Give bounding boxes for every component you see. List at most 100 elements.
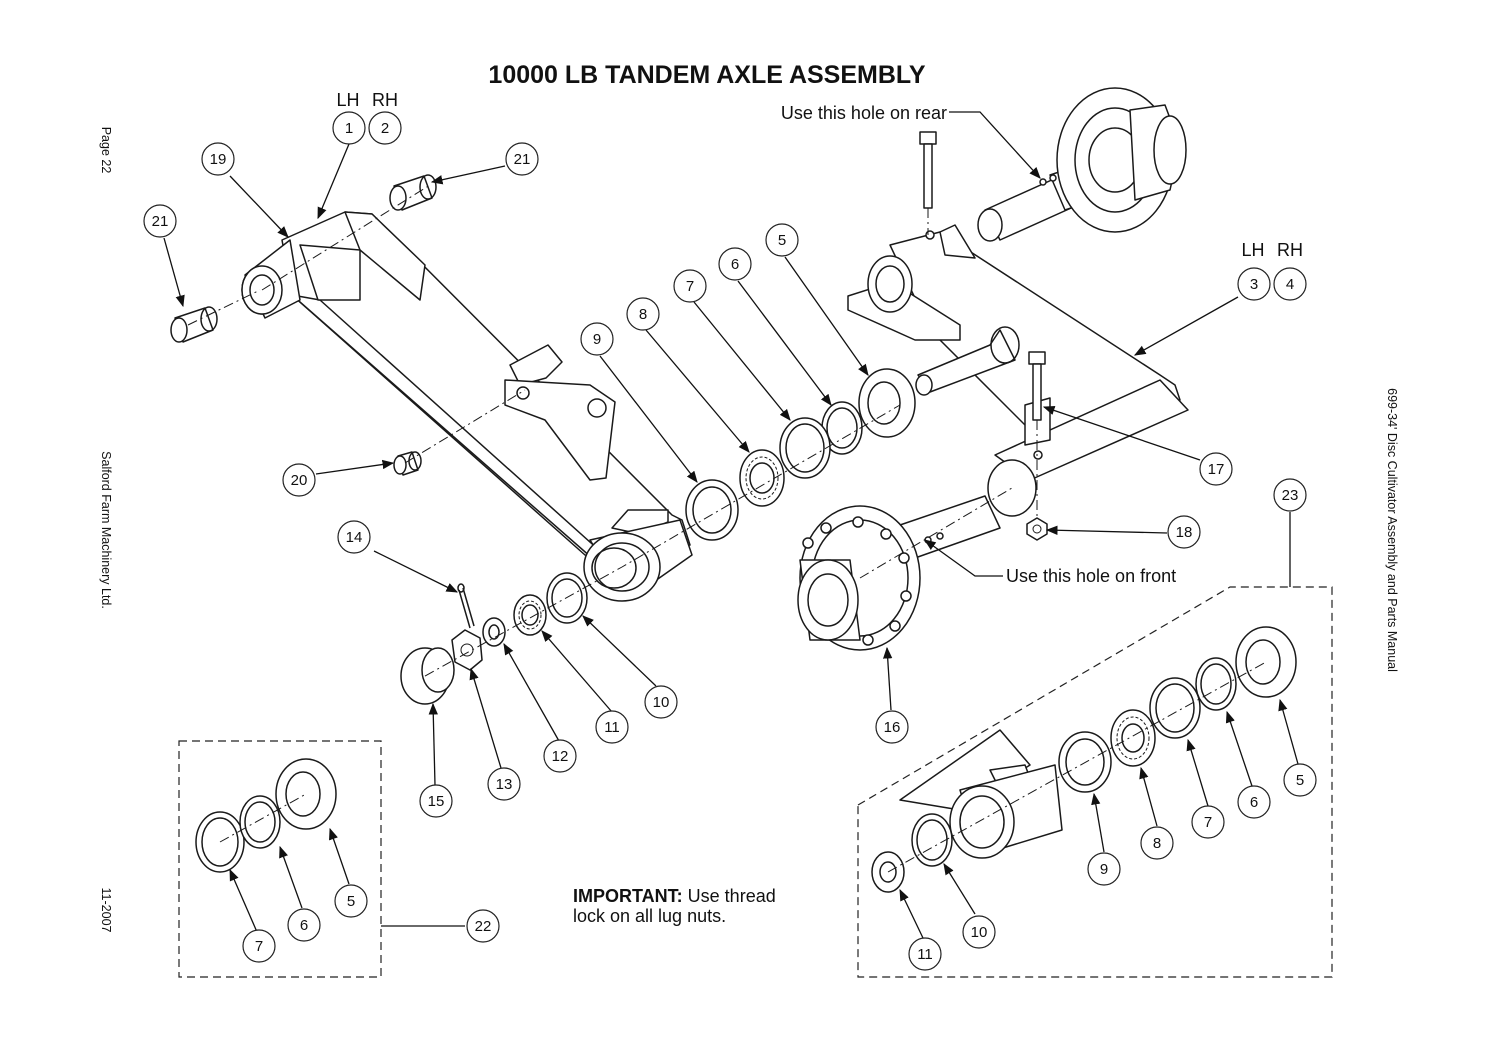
- important-note-line1: IMPORTANT: Use thread: [573, 886, 776, 906]
- cone-8: [739, 449, 785, 507]
- balloon-inset23-6: 6: [1237, 785, 1271, 819]
- balloon-5-number: 5: [778, 232, 786, 249]
- balloon-15-number: 15: [428, 793, 445, 810]
- balloon-inset23-7: 7: [1191, 805, 1225, 839]
- balloon-inset23-11-number: 11: [917, 946, 933, 963]
- inset-23-parts: [871, 626, 1297, 893]
- balloon-15: 15: [419, 784, 453, 818]
- balloon-18-number: 18: [1176, 524, 1193, 541]
- important-note-bold: IMPORTANT:: [573, 886, 683, 906]
- balloon-inset22-5-number: 5: [347, 893, 355, 910]
- balloon-13: 13: [487, 767, 521, 801]
- balloon-21-lower: 21: [143, 204, 177, 238]
- spindle-stub: [915, 326, 1020, 396]
- balloon-inset23-8: 8: [1140, 826, 1174, 860]
- cone-11: [513, 594, 547, 636]
- seal-5: [858, 368, 916, 438]
- balloon-10: 10: [644, 685, 678, 719]
- balloon-11-number: 11: [604, 719, 620, 736]
- important-note-line2: lock on all lug nuts.: [573, 906, 726, 926]
- cup-9: [685, 479, 739, 541]
- balloon-11: 11: [595, 710, 629, 744]
- balloon-7-number: 7: [686, 278, 694, 295]
- inset-22-parts: [195, 758, 337, 873]
- balloon-23: 23: [1273, 478, 1307, 512]
- rear-hub: [977, 87, 1187, 242]
- balloon-inset22-6: 6: [287, 908, 321, 942]
- balloon-12: 12: [543, 739, 577, 773]
- balloon-inset23-9: 9: [1087, 852, 1121, 886]
- balloon-16: 16: [875, 710, 909, 744]
- balloon-17: 17: [1199, 452, 1233, 486]
- page-number: Page 22: [99, 127, 113, 174]
- balloon-inset23-5: 5: [1283, 763, 1317, 797]
- balloon-1-number: 1: [345, 120, 353, 137]
- balloon-inset23-9-number: 9: [1100, 861, 1108, 878]
- balloon-3-number: 3: [1250, 276, 1258, 293]
- front-hub-16: [797, 505, 921, 651]
- bushing-21-upper: [389, 174, 437, 211]
- balloon-10-number: 10: [653, 694, 670, 711]
- rh-label-left: RH: [372, 90, 398, 110]
- center-lines: [187, 184, 1267, 873]
- bolt-upper: [919, 131, 937, 209]
- drawing-title: 10000 LB TANDEM AXLE ASSEMBLY: [488, 61, 925, 89]
- castle-nut-13: [451, 629, 483, 671]
- balloon-6: 6: [718, 247, 752, 281]
- balloon-20: 20: [282, 463, 316, 497]
- balloon-inset23-5-number: 5: [1296, 772, 1304, 789]
- front-hole-label: Use this hole on front: [1006, 566, 1176, 586]
- balloon-1: 1: [332, 111, 366, 145]
- balloon-8-number: 8: [639, 306, 647, 323]
- balloon-inset22-7: 7: [242, 929, 276, 963]
- inset-23-frame: [857, 586, 1333, 978]
- bushing-21-lower: [170, 306, 218, 343]
- balloon-inset22-7-number: 7: [255, 938, 263, 955]
- balloon-inset23-10-number: 10: [971, 924, 988, 941]
- balloon-20-number: 20: [291, 472, 308, 489]
- balloon-2-number: 2: [381, 120, 389, 137]
- balloon-2: 2: [368, 111, 402, 145]
- balloon-22-number: 22: [475, 918, 492, 935]
- balloon-23-number: 23: [1282, 487, 1299, 504]
- rear-hole-label: Use this hole on rear: [781, 103, 947, 123]
- balloon-inset23-11: 11: [908, 937, 942, 971]
- manual-name: 699-34' Disc Cultivator Assembly and Par…: [1385, 388, 1399, 672]
- lh-label-left: LH: [336, 90, 359, 110]
- balloon-inset23-6-number: 6: [1250, 794, 1258, 811]
- nut-18: [1026, 517, 1048, 541]
- balloon-14: 14: [337, 520, 371, 554]
- rh-label-right: RH: [1277, 240, 1303, 260]
- balloon-9-number: 9: [593, 331, 601, 348]
- axle-frame-right: [847, 224, 1189, 517]
- balloon-21-upper: 21: [505, 142, 539, 176]
- walking-beam-left: [241, 211, 693, 602]
- balloon-5: 5: [765, 223, 799, 257]
- important-note-text: Use thread: [688, 886, 776, 906]
- balloon-22: 22: [466, 909, 500, 943]
- balloon-12-number: 12: [552, 748, 569, 765]
- balloon-4-number: 4: [1286, 276, 1294, 293]
- balloon-4: 4: [1273, 267, 1307, 301]
- balloon-9: 9: [580, 322, 614, 356]
- balloon-inset22-6-number: 6: [300, 917, 308, 934]
- balloon-17-number: 17: [1208, 461, 1225, 478]
- balloon-inset23-8-number: 8: [1153, 835, 1161, 852]
- leader-lines: [163, 111, 1299, 939]
- ring-6: [821, 401, 863, 455]
- company-name: Salford Farm Machinery Ltd.: [99, 451, 113, 609]
- balloon-19-number: 19: [210, 151, 227, 168]
- balloon-19: 19: [201, 142, 235, 176]
- balloon-21-lower-number: 21: [152, 213, 169, 230]
- balloon-3: 3: [1237, 267, 1271, 301]
- revision-date: 11-2007: [99, 888, 113, 933]
- balloon-16-number: 16: [884, 719, 901, 736]
- lh-label-right: LH: [1241, 240, 1264, 260]
- balloon-21-upper-number: 21: [514, 151, 531, 168]
- balloon-6-number: 6: [731, 256, 739, 273]
- balloon-13-number: 13: [496, 776, 513, 793]
- balloon-8: 8: [626, 297, 660, 331]
- washer-12: [482, 617, 506, 647]
- inset-22-frame: [178, 740, 382, 978]
- balloon-7: 7: [673, 269, 707, 303]
